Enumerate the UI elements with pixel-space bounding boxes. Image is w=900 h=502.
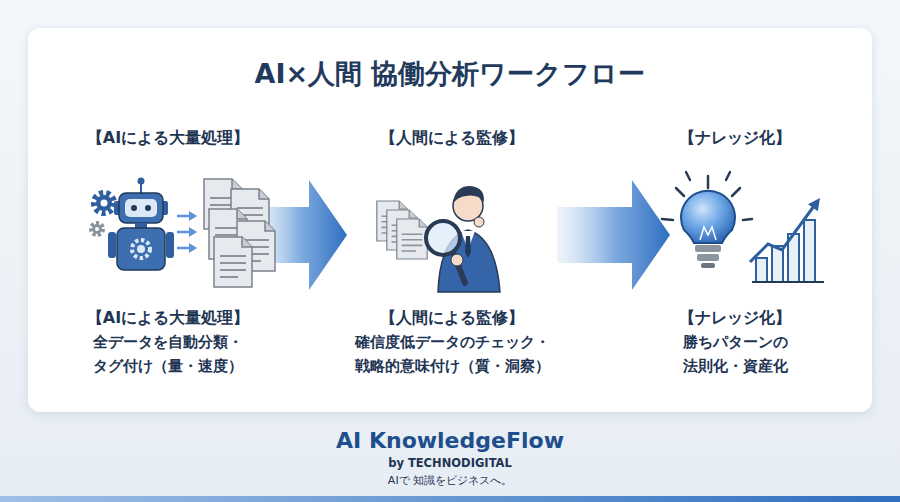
step-heading: 【ナレッジ化】: [670, 306, 800, 330]
bottom-strip: [0, 496, 900, 502]
document-icon: [214, 237, 252, 287]
step-heading: 【人間による監修】: [347, 306, 557, 330]
icon-space: [347, 150, 557, 306]
robot-head: [119, 193, 163, 223]
gear-body: [92, 224, 102, 234]
document-icon: [397, 219, 427, 259]
bulb-glass: [681, 191, 735, 243]
stage-step: 【ナレッジ化】【ナレッジ化】勝ちパターンの 法則化・資産化: [670, 126, 800, 378]
gear-hole: [95, 227, 99, 231]
brand-tagline: AIで 知識をビジネスへ。: [0, 473, 900, 488]
robot-arm: [108, 232, 116, 258]
stage-step: 【AIによる大量処理】【AIによる大量処理】全データを自動分類・ タグ付け（量・…: [82, 126, 254, 378]
step-heading: 【AIによる大量処理】: [82, 126, 254, 150]
gear-teeth: [91, 223, 103, 235]
flow-arrow-line: [177, 216, 190, 248]
step-description: 全データを自動分類・ タグ付け（量・速度）: [82, 330, 254, 378]
person-hand: [474, 217, 484, 227]
stage-step: 【人間による監修】【人間による監修】確信度低データのチェック・ 戦略的意味付け（…: [347, 126, 557, 378]
step-heading: 【AIによる大量処理】: [82, 306, 254, 330]
step-heading: 【ナレッジ化】: [670, 126, 800, 150]
diagram-title: AI×人間 協働分析ワークフロー: [0, 56, 900, 92]
bulb-base: [697, 254, 719, 261]
gear-body: [96, 195, 112, 211]
chart-axis: [752, 281, 824, 283]
chart-bar: [772, 246, 783, 282]
bulb-base: [701, 263, 715, 268]
person-hair: [453, 186, 484, 203]
flow-arrow: [557, 180, 670, 290]
bulb-filament: [700, 227, 716, 240]
icon-space: [670, 150, 800, 306]
flow-arrow-head: [189, 211, 197, 221]
gear-hole: [101, 200, 108, 207]
person-tie: [465, 236, 471, 258]
brand-byline: by TECHNODIGITAL: [0, 456, 900, 471]
robot-face: [125, 199, 157, 217]
magnifier-lens: [426, 221, 460, 255]
gear-teeth: [94, 193, 114, 213]
robot-chest-gear: [132, 240, 150, 258]
trend-arrow-head: [808, 198, 820, 211]
robot-antenna-tip: [138, 178, 145, 185]
chart-bar: [804, 220, 815, 282]
trend-line: [750, 206, 814, 262]
robot-body: [117, 228, 165, 270]
robot-arm: [166, 232, 174, 258]
chart-bar: [756, 258, 767, 282]
step-heading: 【人間による監修】: [347, 126, 557, 150]
robot-eye: [131, 205, 137, 211]
bulb-base: [695, 245, 721, 252]
flow-arrow-head: [189, 243, 197, 253]
icon-space: [82, 150, 254, 306]
person-hand: [451, 254, 463, 266]
step-description: 勝ちパターンの 法則化・資産化: [670, 330, 800, 378]
flow-arrow-head: [189, 227, 197, 237]
robot-eye: [145, 205, 151, 211]
robot-chest-gear: [137, 245, 145, 253]
brand-name: AI KnowledgeFlow: [0, 428, 900, 454]
step-description: 確信度低データのチェック・ 戦略的意味付け（質・洞察）: [347, 330, 557, 378]
